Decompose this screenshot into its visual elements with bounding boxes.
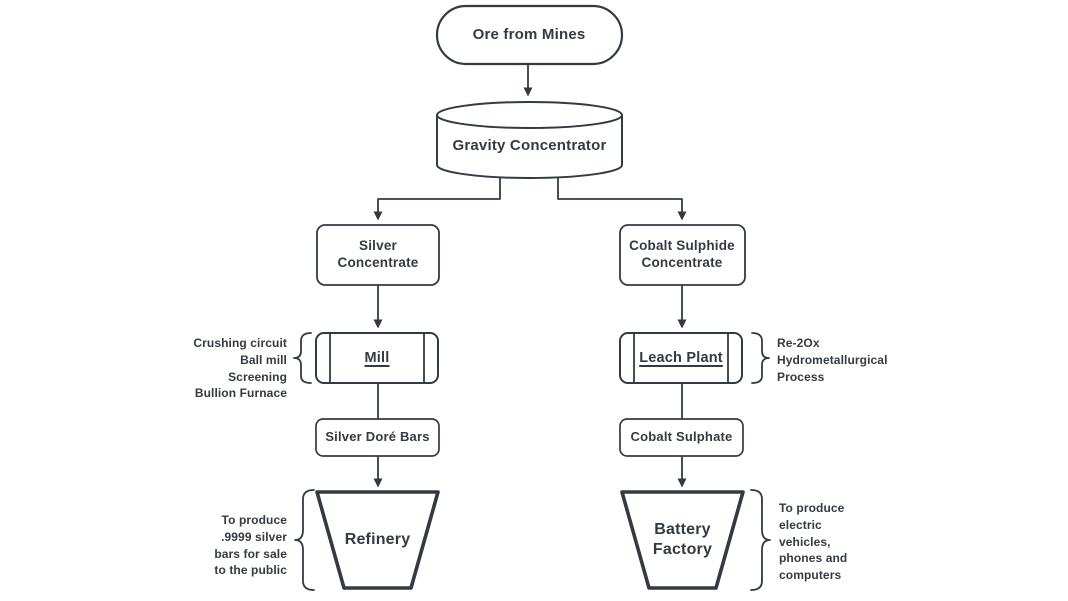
node-mill-label: Mill [364,349,390,366]
refinery-trapezoid-shape [315,490,440,590]
cobalt-sulphide-concentrate-shape [619,224,746,286]
annotation-battery-output: To produce electric vehicles, phones and… [779,501,848,583]
annotation-refinery-output: To produce .9999 silver bars for sale to… [214,513,287,578]
edge-gravity-to-silver-concentrate [373,170,501,221]
gravity-concentrator-cylinder-lid [436,114,623,129]
leach-note-brace [751,332,770,384]
mill-shape [315,332,439,384]
node-battery-factory-label: Battery Factory [652,521,713,558]
node-cobalt-sulphide-concentrate-label: Cobalt Sulphide Concentrate [629,238,735,270]
annotation-leach-process: Re-2Ox Hydrometallurgical Process [777,336,888,384]
node-silver-dore-bars-label: Silver Doré Bars [325,429,430,445]
cobalt-sulphate-shape [619,418,744,457]
battery-note-brace [750,489,771,591]
node-gravity-concentrator-label: Gravity Concentrator [452,136,607,154]
node-silver-concentrate-label: Silver Concentrate [337,238,419,270]
ore-from-mines-shape [435,4,624,66]
silver-concentrate-shape [316,224,440,286]
node-leach-plant-label: Leach Plant [639,349,723,366]
node-cobalt-sulphate-label: Cobalt Sulphate [630,429,733,445]
mill-note-brace [293,332,312,384]
edge-gravity-to-cobalt-concentrate [557,170,687,221]
leach-plant-shape [619,332,743,384]
refinery-note-brace [294,489,315,591]
battery-factory-trapezoid-shape [620,490,745,590]
gravity-concentrator-cylinder-shape [436,101,623,179]
annotation-mill-processes: Crushing circuit Ball mill Screening Bul… [193,336,287,401]
node-ore-from-mines-label: Ore from Mines [472,25,586,43]
node-refinery-label: Refinery [344,531,411,548]
silver-dore-bars-shape [315,418,440,457]
